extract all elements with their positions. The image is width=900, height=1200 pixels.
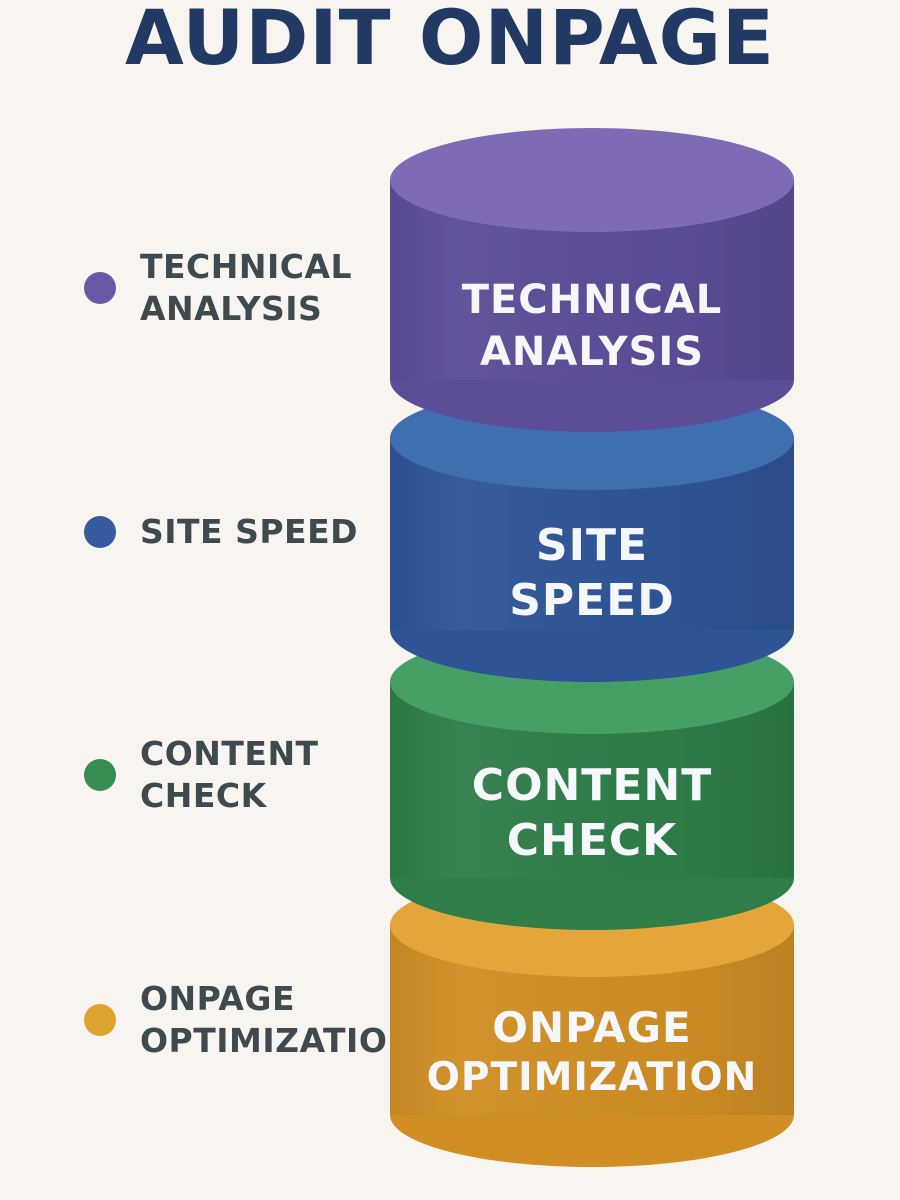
legend-label-content-check: CONTENT CHECK [140, 734, 319, 815]
segment-technical-analysis-label-line1: TECHNICAL [462, 277, 723, 323]
segment-site-speed-label-line2: SPEED [509, 575, 675, 626]
legend-label-site-speed: SITE SPEED [140, 512, 359, 551]
legend-item-onpage-optimization: ONPAGE OPTIMIZATION [84, 978, 416, 1062]
segment-onpage-optimization-label-line1: ONPAGE [492, 1003, 691, 1052]
legend: TECHNICAL ANALYSIS SITE SPEED CONTENT CH… [0, 0, 415, 1200]
segment-technical-analysis-top [390, 128, 794, 232]
legend-dot-technical-analysis [84, 272, 116, 304]
page-title: AUDIT ONPAGE [125, 0, 775, 82]
segment-technical-analysis-label-line2: ANALYSIS [480, 329, 704, 375]
legend-dot-onpage-optimization [84, 1004, 116, 1036]
legend-item-technical-analysis: TECHNICAL ANALYSIS [84, 246, 414, 330]
segment-onpage-optimization: ONPAGE OPTIMIZATION [390, 873, 794, 1167]
segment-site-speed-label-line1: SITE [536, 520, 648, 571]
segment-content-check-label-line1: CONTENT [472, 760, 712, 811]
legend-dot-content-check [84, 759, 116, 791]
legend-dot-site-speed [84, 516, 116, 548]
segment-content-check-label-line2: CHECK [507, 815, 678, 866]
legend-item-site-speed: SITE SPEED [84, 511, 414, 553]
legend-label-onpage-optimization: ONPAGE OPTIMIZATION [140, 979, 416, 1060]
segment-onpage-optimization-label-line2: OPTIMIZATION [427, 1055, 758, 1100]
segment-technical-analysis: TECHNICAL ANALYSIS [390, 128, 794, 432]
legend-label-technical-analysis: TECHNICAL ANALYSIS [140, 247, 353, 328]
legend-item-content-check: CONTENT CHECK [84, 733, 414, 817]
